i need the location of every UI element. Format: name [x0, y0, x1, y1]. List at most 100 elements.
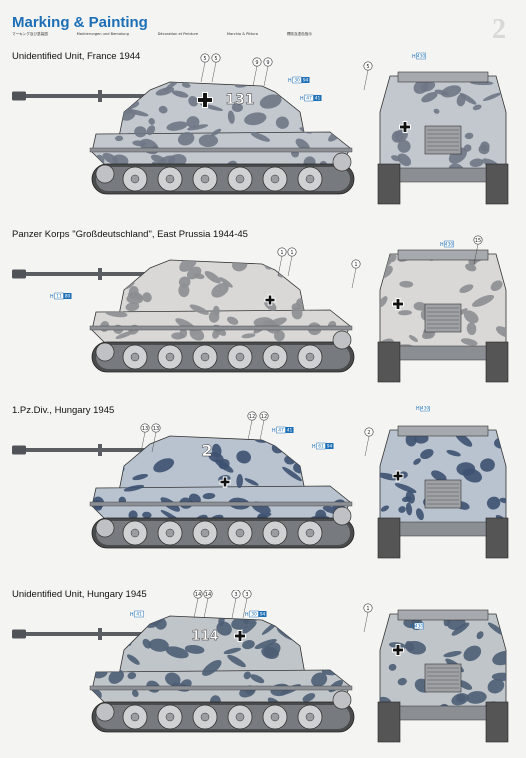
color-ref-secondary: 94 [303, 78, 309, 84]
leader-line [351, 268, 357, 289]
color-ref-prefix: H [272, 428, 276, 434]
callout-5: 5 [211, 53, 221, 63]
camo-patch [164, 82, 181, 92]
rear-track-left [377, 341, 401, 383]
tank-rear-view [377, 425, 509, 559]
camo-patch [443, 651, 462, 658]
camo-patch [490, 280, 503, 292]
camo-patch [408, 335, 419, 342]
wheel-hub [130, 174, 140, 184]
camo-patch [97, 457, 117, 474]
camo-patch [431, 470, 447, 482]
color-ref-prefix: H [50, 294, 54, 300]
rear-track-right [485, 517, 509, 559]
callout-number: 5 [203, 56, 206, 62]
camo-patch [184, 644, 205, 654]
callout-number: 3 [245, 592, 248, 598]
callout-circle [363, 61, 373, 71]
camo-patch [329, 650, 342, 662]
camo-patch [250, 674, 265, 684]
camo-patch [96, 660, 104, 672]
leader-line [473, 244, 479, 265]
rear-track-left [377, 517, 401, 559]
rear-engine-grille [424, 125, 462, 155]
callout-3: 3 [242, 589, 252, 599]
camouflage-pattern [391, 79, 502, 172]
wheel-hub [200, 528, 210, 538]
camo-patch [227, 654, 246, 668]
callout-1: 1 [351, 259, 361, 269]
camo-patch [296, 453, 312, 462]
camo-patch [115, 135, 124, 142]
camo-patch [460, 338, 478, 346]
wheel-hub [235, 352, 245, 362]
camo-patch [142, 511, 152, 519]
color-ref-box-secondary [285, 427, 294, 433]
rear-roof-rim [397, 71, 489, 83]
rear-track-right [485, 341, 509, 383]
scheme-3-title: 1.Pz.Div., Hungary 1945 [12, 405, 115, 416]
rear-engine-grille [424, 303, 462, 333]
scheme-1-title: Unidentified Unit, France 1944 [12, 51, 141, 62]
callout-number: 12 [261, 414, 267, 420]
camo-patch [446, 449, 461, 457]
camo-patch [267, 317, 287, 328]
camo-patch [391, 130, 404, 143]
color-ref-box-secondary [63, 293, 72, 299]
camo-patch [148, 117, 155, 125]
camo-patch [177, 132, 195, 146]
color-ref-code: 11 [56, 294, 62, 300]
fender [89, 685, 353, 691]
superstructure [117, 615, 307, 681]
hull-number-marking: 131 [225, 92, 254, 108]
wheel-hub [130, 352, 140, 362]
camo-patch [397, 153, 412, 167]
leader-line [259, 420, 265, 441]
camo-patch [456, 462, 476, 476]
camo-patch [421, 92, 438, 103]
callout-number: 1 [290, 250, 293, 256]
camo-patch [239, 621, 257, 636]
camo-patch [227, 316, 239, 325]
camo-patch [476, 631, 484, 640]
camo-patch [189, 328, 205, 341]
wheel-hub [165, 174, 175, 184]
camo-patch [92, 663, 108, 672]
callout-9: 9 [252, 57, 262, 67]
camo-patch [399, 280, 414, 288]
camo-patch [405, 640, 427, 655]
leader-line [252, 66, 258, 87]
leader-line [242, 598, 248, 619]
leader-line [277, 256, 283, 277]
camo-patch [405, 490, 415, 504]
callout-13: 13 [151, 423, 161, 433]
camo-patch [126, 654, 140, 665]
camo-patch [146, 125, 156, 136]
color-ref-box-secondary [301, 77, 310, 83]
callout-13: 13 [140, 423, 150, 433]
camo-patch [464, 132, 474, 140]
camo-patch [331, 284, 347, 291]
wheel-hub [270, 712, 280, 722]
color-ref-code: 47 [278, 428, 284, 434]
leader-line [263, 66, 269, 87]
camo-patch [291, 303, 301, 311]
muzzle-brake [12, 91, 26, 101]
camo-patch [441, 85, 462, 98]
callout-number: 13 [142, 426, 148, 432]
idler-wheel [95, 164, 115, 184]
scheme-4-title: Unidentified Unit, Hungary 1945 [12, 589, 147, 600]
callout-12: 12 [259, 411, 269, 421]
wheel-hub [165, 528, 175, 538]
callout-circle [140, 423, 150, 433]
balkenkreuz-marking [203, 93, 207, 107]
color-ref-box-secondary [325, 443, 334, 449]
camo-patch [478, 144, 490, 155]
rear-hull [379, 613, 507, 711]
